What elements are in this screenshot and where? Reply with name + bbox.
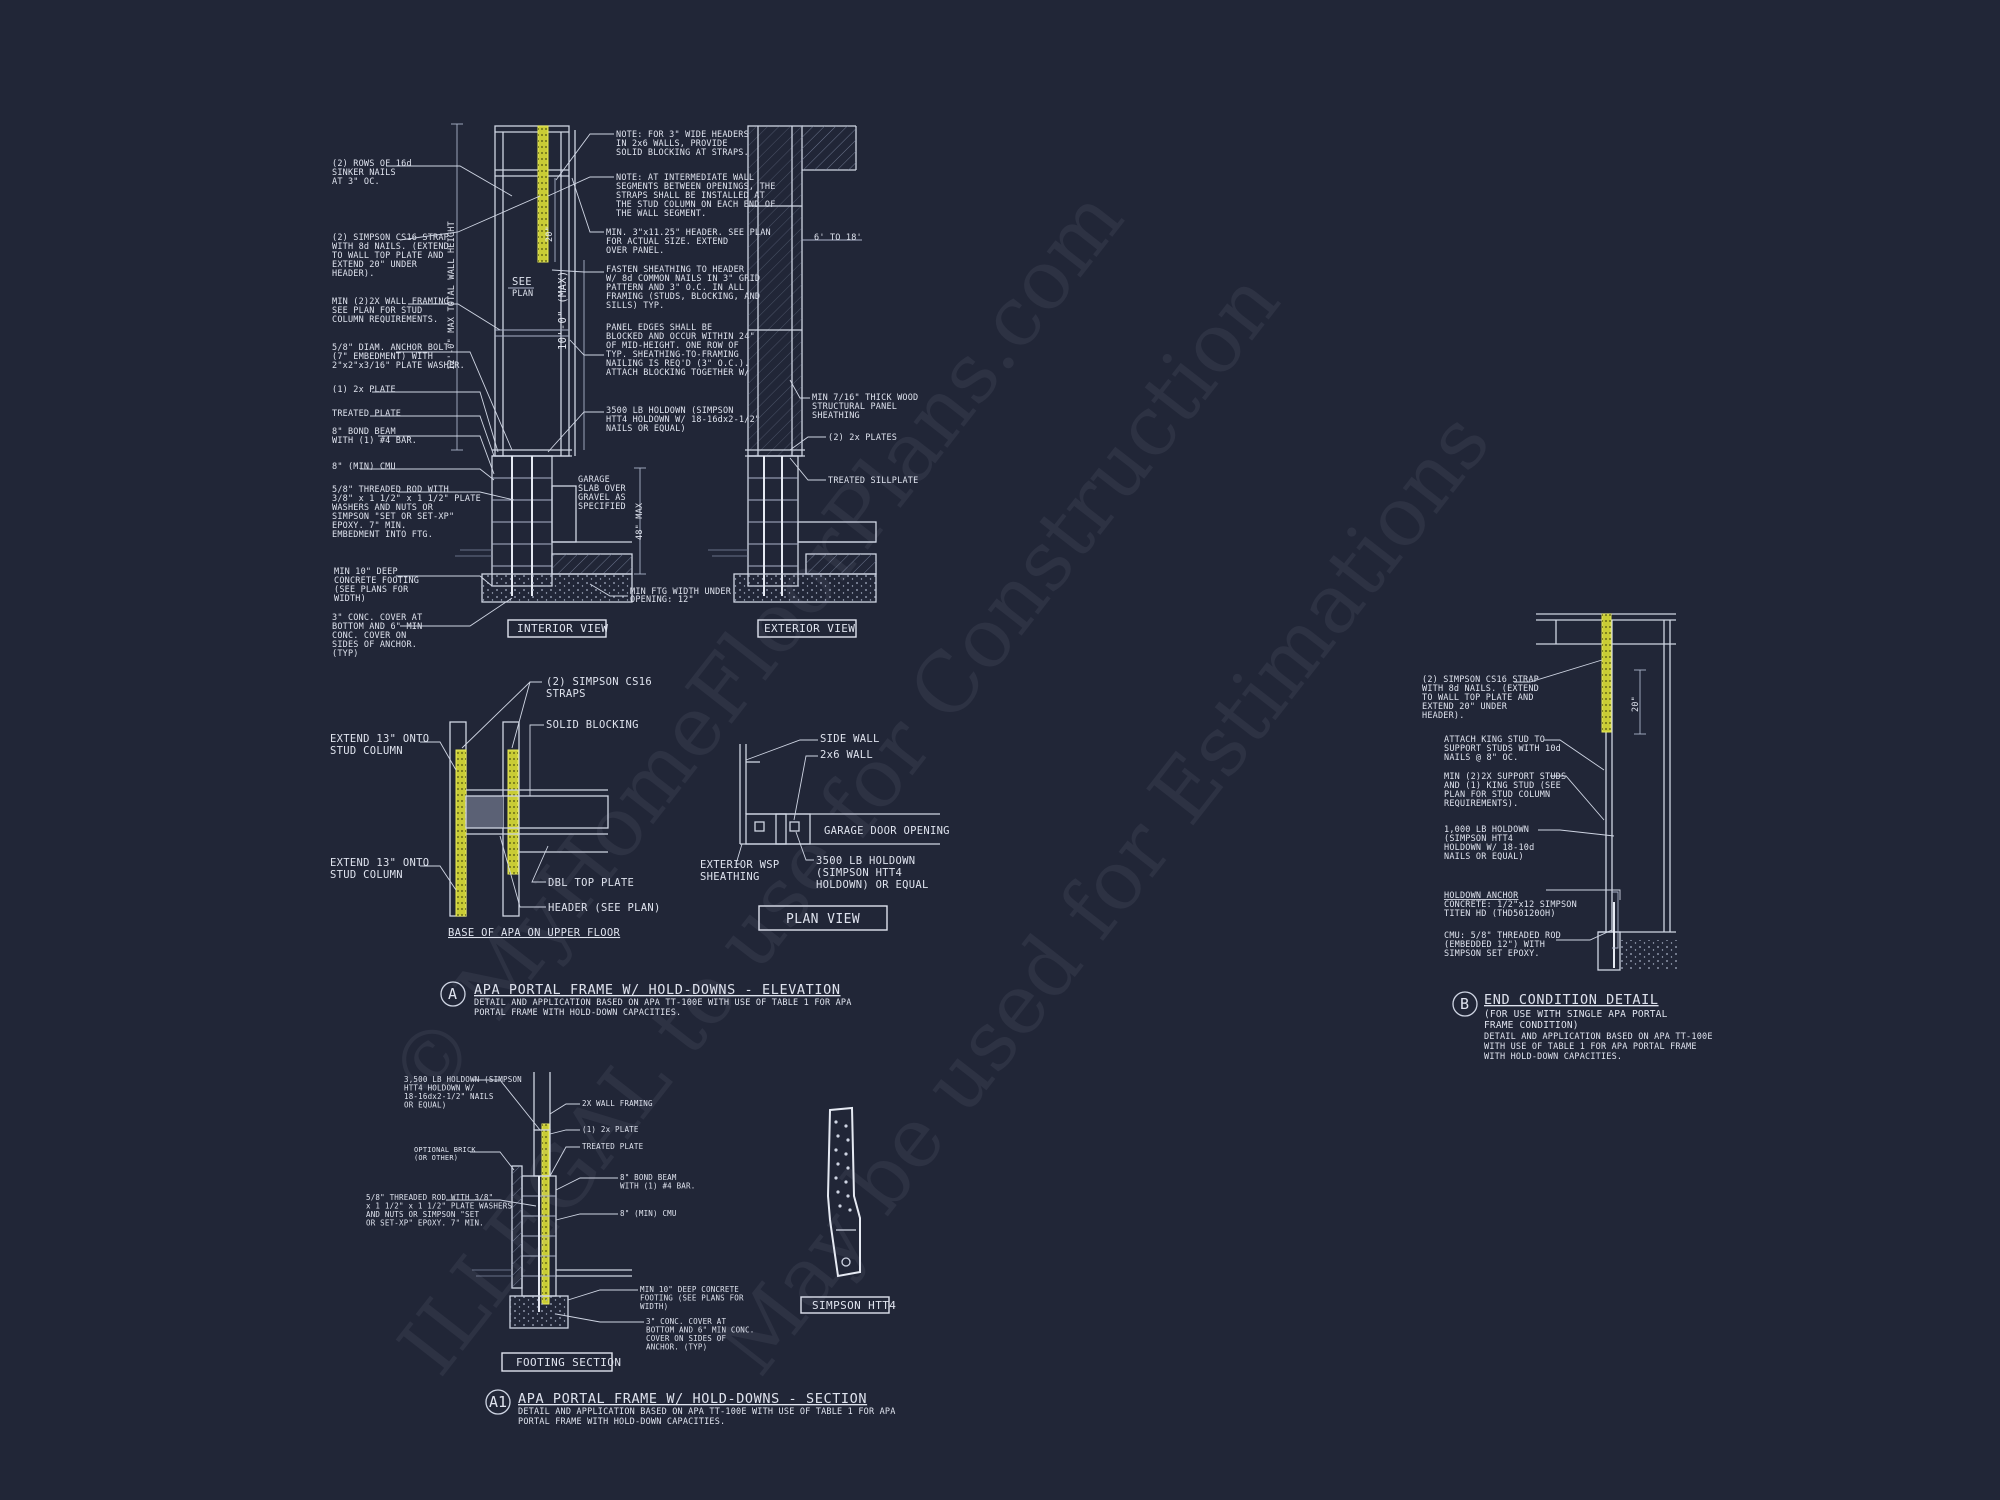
interior-view-label-box: [507, 619, 607, 638]
detail-marker-a1: A1: [489, 1393, 507, 1411]
svg-text:SIDE WALL: SIDE WALL: [820, 733, 880, 745]
svg-text:HOLDOWN ANCHOR: HOLDOWN ANCHOR: [1444, 891, 1519, 901]
svg-text:2x6 WALL: 2x6 WALL: [820, 749, 873, 761]
exterior-6-to-18: 6' TO 18': [814, 233, 862, 243]
plan-view-detail: SIDE WALL 2x6 WALL GARAGE DOOR OPENING E…: [700, 733, 950, 931]
svg-text:HEADER (SEE PLAN): HEADER (SEE PLAN): [548, 902, 661, 914]
exterior-view-label-box: [757, 619, 857, 638]
svg-text:DETAIL AND APPLICATION BASED O: DETAIL AND APPLICATION BASED ON APA TT-1…: [518, 1407, 896, 1427]
simpson-htt4-detail: SIMPSON HTT4: [800, 1106, 896, 1314]
title-a1: APA PORTAL FRAME W/ HOLD-DOWNS - SECTION: [518, 1391, 867, 1407]
see-label: SEE: [512, 276, 532, 288]
exterior-view-label: EXTERIOR VIEW: [764, 622, 855, 635]
svg-text:(1) 2x PLATE: (1) 2x PLATE: [582, 1125, 639, 1134]
title-a: APA PORTAL FRAME W/ HOLD-DOWNS - ELEVATI…: [474, 982, 841, 998]
interior-view-detail: 12'-0" MAX TOTAL WALL HEIGHT 10'-0" (MAX…: [332, 123, 776, 659]
svg-text:8" (MIN) CMU: 8" (MIN) CMU: [620, 1209, 677, 1218]
plan-view-label: PLAN VIEW: [786, 912, 860, 927]
svg-text:GARAGE DOOR OPENING: GARAGE DOOR OPENING: [824, 825, 950, 837]
title-block-b: B END CONDITION DETAIL (FOR USE WITH SIN…: [1452, 991, 1713, 1062]
dim-total-wall-height: 12'-0" MAX TOTAL WALL HEIGHT: [447, 221, 457, 370]
dim-10ft-max: 10'-0" (MAX): [557, 271, 569, 350]
plan-label: PLAN: [512, 289, 533, 299]
dim-20-b: 20": [1631, 696, 1641, 712]
svg-text:(2) 2x PLATES: (2) 2x PLATES: [828, 433, 897, 443]
simpson-htt4-label: SIMPSON HTT4: [812, 1299, 896, 1312]
title-block-a1: A1 APA PORTAL FRAME W/ HOLD-DOWNS - SECT…: [485, 1389, 896, 1427]
interior-view-label: INTERIOR VIEW: [517, 622, 608, 635]
base-of-apa-title: BASE OF APA ON UPPER FLOOR: [448, 927, 621, 939]
footing-section-label-box: [501, 1352, 613, 1372]
svg-text:DETAIL AND APPLICATION BASED O: DETAIL AND APPLICATION BASED ON APA TT-1…: [1484, 1032, 1713, 1062]
dim-48-max: 48" MAX: [635, 502, 645, 540]
svg-text:TREATED SILLPLATE: TREATED SILLPLATE: [828, 476, 918, 486]
svg-text:5/8" DIAM. ANCHOR BOLT(7" EMBE: 5/8" DIAM. ANCHOR BOLT(7" EMBEDMENT) WIT…: [332, 343, 465, 371]
svg-text:OPTIONAL BRICK(OR OTHER): OPTIONAL BRICK(OR OTHER): [414, 1146, 476, 1162]
svg-text:CMU: 5/8" THREADED ROD(EMBEDDE: CMU: 5/8" THREADED ROD(EMBEDDED 12") WIT…: [1444, 931, 1561, 959]
watermark: © MyHomeFloorPlans.com ILLEGAL to use fo…: [371, 173, 1509, 1393]
svg-text:(1) 2x PLATE: (1) 2x PLATE: [332, 385, 396, 395]
svg-text:DETAIL AND APPLICATION BASED O: DETAIL AND APPLICATION BASED ON APA TT-1…: [474, 998, 852, 1018]
svg-text:5/8" THREADED ROD WITH 3/8"x 1: 5/8" THREADED ROD WITH 3/8"x 1 1/2" x 1 …: [366, 1193, 512, 1228]
svg-text:MIN (2)2X WALL FRAMING.SEE PLA: MIN (2)2X WALL FRAMING.SEE PLAN FOR STUD…: [332, 297, 454, 325]
dim-20: 20": [545, 226, 555, 242]
title-b: END CONDITION DETAIL: [1484, 992, 1659, 1008]
svg-text:TREATED PLATE: TREATED PLATE: [332, 409, 401, 419]
svg-text:SOLID BLOCKING: SOLID BLOCKING: [546, 719, 639, 731]
svg-text:DBL TOP PLATE: DBL TOP PLATE: [548, 877, 634, 889]
plan-view-label-box: [758, 905, 888, 931]
detail-marker-a: A: [448, 985, 457, 1003]
svg-text:2X WALL FRAMING: 2X WALL FRAMING: [582, 1099, 653, 1108]
footing-section-label: FOOTING SECTION: [516, 1356, 621, 1369]
svg-text:TREATED PLATE: TREATED PLATE: [582, 1142, 644, 1151]
title-block-a: A APA PORTAL FRAME W/ HOLD-DOWNS - ELEVA…: [440, 981, 852, 1018]
svg-text:8" (MIN) CMU: 8" (MIN) CMU: [332, 462, 396, 472]
detail-marker-b: B: [1460, 995, 1469, 1013]
simpson-htt4-label-box: [800, 1296, 890, 1314]
